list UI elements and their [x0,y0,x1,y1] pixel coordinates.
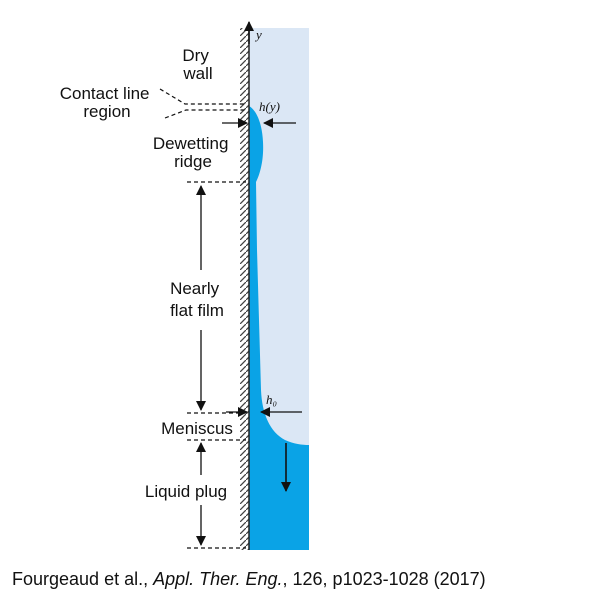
contact-line-leader-lower [164,109,246,119]
h-y-label: h(y) [259,99,280,114]
liquid-plug-label: Liquid plug [145,482,227,501]
h0-label: h₀ [266,392,277,407]
nearly-flat-film-label: Nearly flat film [170,279,224,320]
contact-line-region-label: Contact line region [60,84,155,121]
dry-wall-label: Dry wall [182,46,213,83]
meniscus-label: Meniscus [161,419,233,438]
wall-hatching [240,28,249,550]
figure-caption: Fourgeaud et al., Appl. Ther. Eng., 126,… [12,569,486,590]
caption-details: , 126, p1023-1028 (2017) [282,569,486,589]
caption-authors: Fourgeaud et al., [12,569,149,589]
contact-line-leader-upper [159,88,246,105]
liquid-film [249,106,309,550]
dewetting-ridge-label: Dewetting ridge [153,134,233,171]
y-axis-label: y [254,27,262,42]
caption-journal: Appl. Ther. Eng. [153,569,283,589]
